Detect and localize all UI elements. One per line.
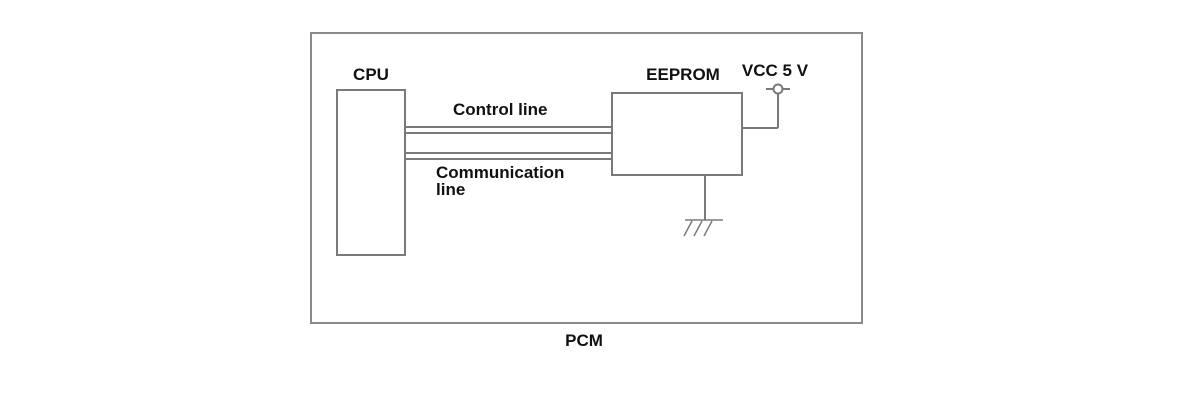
ground-icon	[683, 219, 723, 237]
eeprom-label: EEPROM	[646, 65, 720, 84]
cpu-block	[336, 89, 406, 256]
control-line-label: Control line	[453, 100, 547, 119]
cpu-label: CPU	[353, 65, 389, 84]
communication-line-label-2: line	[436, 180, 465, 199]
control-line	[405, 126, 612, 134]
vcc-label: VCC 5 V	[742, 61, 809, 80]
vcc-terminal-icon	[772, 83, 784, 95]
pcm-label: PCM	[565, 331, 603, 350]
communication-line-label: Communication line	[436, 163, 569, 199]
communication-line-label-1: Communication	[436, 163, 564, 182]
communication-line	[405, 152, 612, 160]
eeprom-block	[611, 92, 743, 176]
